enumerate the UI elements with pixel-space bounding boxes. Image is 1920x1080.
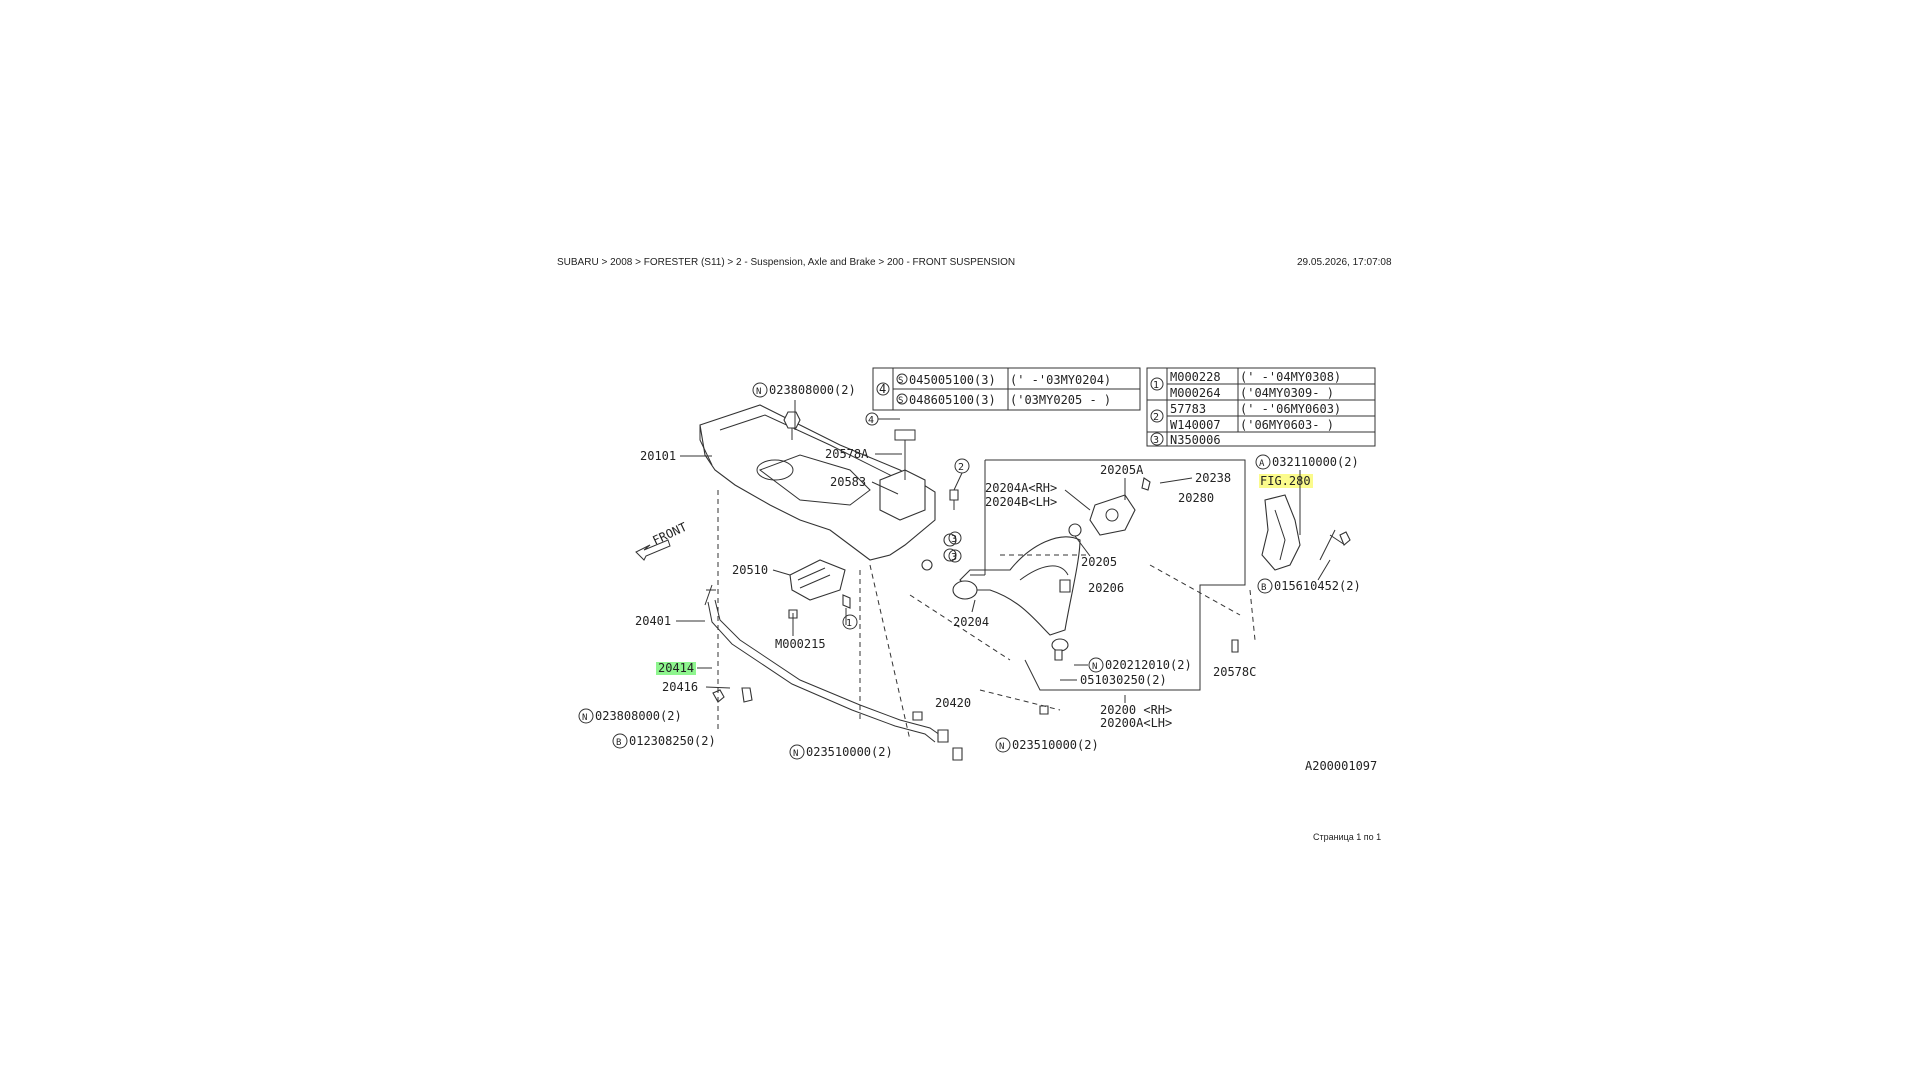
table-right-row5-part: N350006 <box>1170 433 1221 447</box>
marker-1: 1 <box>846 618 852 629</box>
callout-023808000b: 023808000(2) <box>595 709 682 723</box>
diagram-code: A200001097 <box>1305 759 1377 773</box>
parts-table-left: 4 S 045005100(3) (' -'03MY0204) S 048605… <box>872 367 1141 411</box>
marker-N-2: N <box>1092 662 1097 672</box>
table-right-row1-part: M000228 <box>1170 370 1221 384</box>
marker-N-1: N <box>756 387 761 397</box>
callout-20420: 20420 <box>935 696 971 710</box>
parts-table-right: 1 2 3 M000228 (' -'04MY0308) M000264 ('0… <box>1146 367 1376 447</box>
callout-20583: 20583 <box>830 475 866 489</box>
marker-A: A <box>1259 459 1265 469</box>
callout-20238: 20238 <box>1195 471 1231 485</box>
engine-mount-part <box>789 559 846 601</box>
callouts: N 023808000(2) 20101 20578A 20583 4 2 20… <box>578 382 1377 773</box>
callout-20205: 20205 <box>1081 555 1117 569</box>
table-right-marker-1: 1 <box>1153 380 1159 391</box>
callout-023510000a: 023510000(2) <box>806 745 893 759</box>
table-left-row1-range: (' -'03MY0204) <box>1010 373 1111 387</box>
bracket-part <box>879 429 926 521</box>
callout-051030250: 051030250(2) <box>1080 673 1167 687</box>
table-right-marker-3: 3 <box>1153 435 1159 446</box>
callout-015610452: 015610452(2) <box>1274 579 1361 593</box>
callout-20204A: 20204A<RH> <box>985 481 1057 495</box>
marker-B-2: B <box>616 738 621 748</box>
callout-20204: 20204 <box>953 615 989 629</box>
table-left-group-marker: 4 <box>879 382 886 396</box>
marker-3b: 3 <box>951 552 957 563</box>
marker-3: 3 <box>951 534 957 545</box>
callout-023808000: 023808000(2) <box>769 383 856 397</box>
callout-20578C: 20578C <box>1213 665 1256 679</box>
marker-2: 2 <box>958 462 964 473</box>
knuckle-part <box>1261 494 1346 571</box>
table-right-row4-part: W140007 <box>1170 418 1221 432</box>
table-left-row2-marker: S <box>898 396 903 406</box>
table-left-row2-part: 048605100(3) <box>909 393 996 407</box>
callout-20204B: 20204B<LH> <box>985 495 1057 509</box>
callout-20205A: 20205A <box>1100 463 1144 477</box>
callout-20510: 20510 <box>732 563 768 577</box>
table-right-row3-part: 57783 <box>1170 402 1206 416</box>
table-right-row4-range: ('06MY0603- ) <box>1240 418 1334 432</box>
marker-N-5: N <box>999 742 1004 752</box>
table-left-row1-marker: S <box>898 376 903 386</box>
lower-arm-part <box>952 536 1081 652</box>
table-right-row2-part: M000264 <box>1170 386 1221 400</box>
callout-20416: 20416 <box>662 680 698 694</box>
callout-20200: 20200 <RH> <box>1100 703 1172 717</box>
callout-023510000b: 023510000(2) <box>1012 738 1099 752</box>
callout-20280: 20280 <box>1178 491 1214 505</box>
callout-20401: 20401 <box>635 614 671 628</box>
marker-4: 4 <box>868 415 874 426</box>
table-right-row2-range: ('04MY0309- ) <box>1240 386 1334 400</box>
table-left-row1-part: 045005100(3) <box>909 373 996 387</box>
callout-032110000: 032110000(2) <box>1272 455 1359 469</box>
page-counter: Страница 1 по 1 <box>1313 832 1382 842</box>
callout-20414: 20414 <box>658 661 694 675</box>
callout-20200A: 20200A<LH> <box>1100 716 1172 730</box>
stabilizer-bar-part <box>704 584 941 743</box>
callout-M000215: M000215 <box>775 637 826 651</box>
table-right-marker-2: 2 <box>1153 412 1159 423</box>
callout-fig280: FIG.280 <box>1260 474 1311 488</box>
front-arrow-icon: FRONT <box>635 520 689 561</box>
table-left-row2-range: ('03MY0205 - ) <box>1010 393 1111 407</box>
marker-N-3: N <box>582 713 587 723</box>
callout-020212010: 020212010(2) <box>1105 658 1192 672</box>
marker-N-4: N <box>793 749 798 759</box>
callout-012308250: 012308250(2) <box>629 734 716 748</box>
print-datetime: 29.05.2026, 17:07:08 <box>1297 257 1392 268</box>
callout-20578A: 20578A <box>825 447 869 461</box>
highlight-20414 <box>656 662 696 675</box>
breadcrumb: SUBARU > 2008 > FORESTER (S11) > 2 - Sus… <box>557 257 1016 268</box>
table-right-row1-range: (' -'04MY0308) <box>1240 370 1341 384</box>
dashed-leaders <box>717 459 1256 741</box>
table-right-row3-range: (' -'06MY0603) <box>1240 402 1341 416</box>
callout-20206: 20206 <box>1088 581 1124 595</box>
marker-B-1: B <box>1261 583 1266 593</box>
callout-20101: 20101 <box>640 449 676 463</box>
